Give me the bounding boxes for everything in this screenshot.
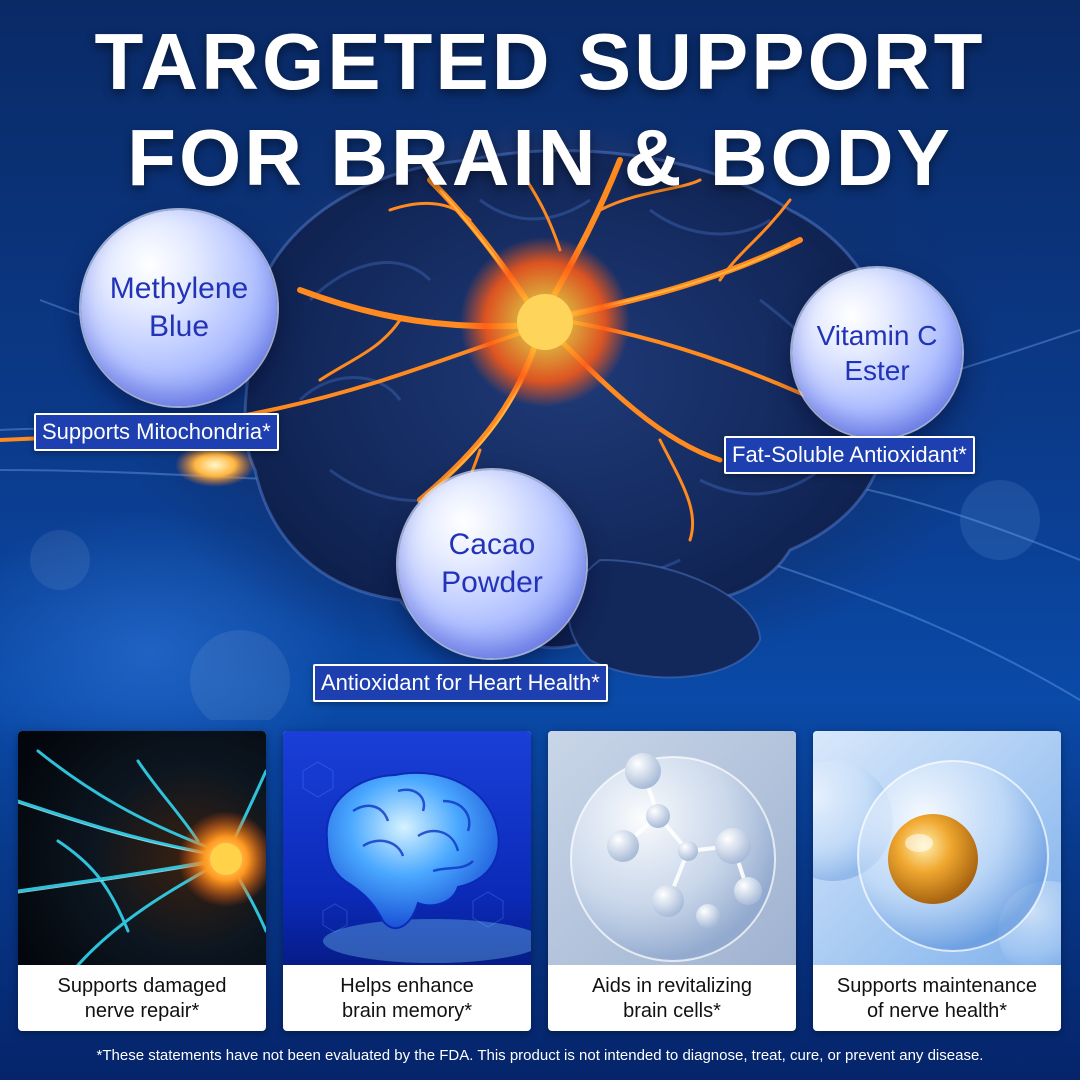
ingredient-name-line-1: Vitamin C <box>816 320 938 351</box>
benefit-tag-heart-health: Antioxidant for Heart Health* <box>313 664 608 702</box>
glowing-brain-image <box>283 731 531 965</box>
ingredient-bubble-cacao-powder: Cacao Powder <box>398 470 586 658</box>
benefit-card-nerve-repair: Supports damaged nerve repair* <box>18 731 266 1031</box>
benefit-card-caption: Helps enhance brain memory* <box>283 967 531 1031</box>
benefit-card-nerve-health: Supports maintenance of nerve health* <box>813 731 1061 1031</box>
caption-line-1: Supports maintenance <box>836 975 1038 997</box>
fda-disclaimer: *These statements have not been evaluate… <box>96 1047 984 1064</box>
ingredient-name-line-1: Methylene <box>109 272 249 305</box>
ingredient-name-line-2: Ester <box>844 355 910 386</box>
caption-line-2: brain memory* <box>341 1000 473 1022</box>
golden-cell-bubble-image <box>813 731 1061 965</box>
caption-line-1: Helps enhance <box>340 975 474 997</box>
headline: TARGETED SUPPORT FOR BRAIN & BODY <box>0 14 1080 206</box>
caption-line-2: brain cells* <box>623 1000 721 1022</box>
benefit-card-caption: Supports damaged nerve repair* <box>18 967 266 1031</box>
caption-line-2: nerve repair* <box>84 1000 200 1022</box>
caption-line-2: of nerve health* <box>866 1000 1008 1022</box>
ingredient-name-line-2: Blue <box>148 310 210 343</box>
ingredient-name-line-2: Powder <box>441 566 543 599</box>
ingredient-bubble-vitamin-c-ester: Vitamin C Ester <box>792 268 962 438</box>
benefit-card-brain-memory: Helps enhance brain memory* <box>283 731 531 1031</box>
headline-line-1: TARGETED SUPPORT <box>94 17 986 106</box>
benefit-card-brain-cells: Aids in revitalizing brain cells* <box>548 731 796 1031</box>
benefit-tag-antioxidant: Fat-Soluble Antioxidant* <box>724 436 975 474</box>
ingredient-bubble-methylene-blue: Methylene Blue <box>81 210 277 406</box>
headline-line-2: FOR BRAIN & BODY <box>127 113 953 202</box>
benefit-tag-mitochondria: Supports Mitochondria* <box>34 413 279 451</box>
molecule-bubble-image <box>548 731 796 965</box>
caption-line-1: Aids in revitalizing <box>591 975 753 997</box>
caption-line-1: Supports damaged <box>57 975 227 997</box>
ingredient-name-line-1: Cacao <box>448 528 536 561</box>
benefit-cards: Supports damaged nerve repair* <box>18 731 1062 1032</box>
benefit-card-caption: Supports maintenance of nerve health* <box>813 967 1061 1031</box>
benefit-card-caption: Aids in revitalizing brain cells* <box>548 967 796 1031</box>
neuron-network-image <box>18 731 266 965</box>
